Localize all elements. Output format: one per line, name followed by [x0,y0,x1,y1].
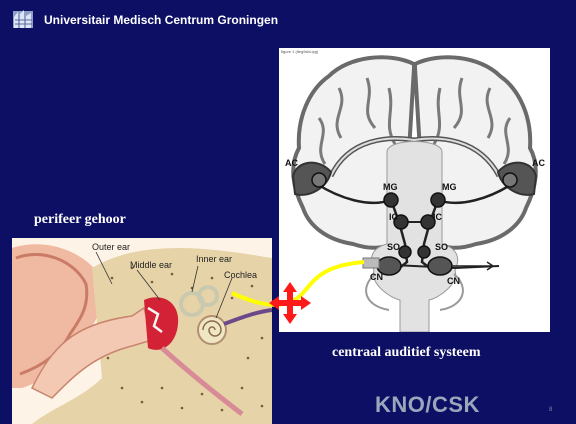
central-auditory-system-label: centraal auditief systeem [332,345,481,361]
footer-department-label: KNO/CSK [375,392,480,418]
yellow-connector-line [232,262,364,305]
page-number: 8 [549,407,552,413]
